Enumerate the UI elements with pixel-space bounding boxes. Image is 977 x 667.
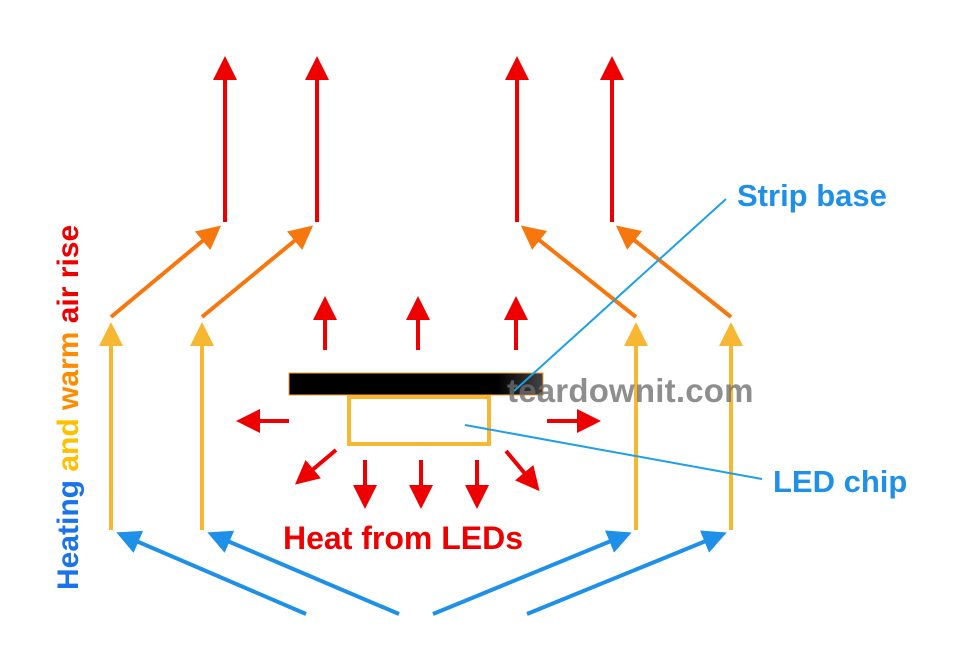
led-chip-label: LED chip (773, 464, 908, 499)
warm-air-arrow-3 (520, 225, 638, 319)
cold-air-arrow-1 (116, 530, 307, 616)
strip-base-leader-line (513, 198, 727, 392)
warming-air-arrows (99, 322, 743, 530)
side-caption-part: and (52, 409, 85, 480)
hot-air-arrows (213, 56, 624, 222)
cold-air-arrows (116, 530, 727, 616)
heat-arrow-down-right (504, 449, 540, 492)
warm-air-arrow-4 (615, 225, 733, 319)
heat-arrows (236, 296, 601, 509)
warm-air-arrow-1 (109, 225, 222, 319)
warm-air-arrows (109, 225, 733, 319)
heat-arrow-down-left (294, 448, 338, 485)
strip-base-label: Strip base (737, 178, 887, 213)
heat-from-leds-label: Heat from LEDs (283, 520, 524, 556)
side-caption-part: Heating (52, 479, 85, 590)
warm-air-arrow-2 (200, 225, 314, 319)
side-caption-part: air rise (52, 224, 85, 324)
watermark: teardownit.com (507, 372, 754, 409)
led-chip-box (347, 395, 491, 446)
cold-air-arrow-3 (432, 530, 632, 616)
led-chip-leader-line (464, 424, 763, 480)
side-caption-part: warm (52, 323, 85, 410)
cold-air-arrow-4 (526, 530, 727, 616)
cold-air-arrow-2 (207, 530, 400, 616)
strip-base-bar (288, 372, 544, 396)
side-caption: Heating and warm air rise (52, 225, 86, 590)
